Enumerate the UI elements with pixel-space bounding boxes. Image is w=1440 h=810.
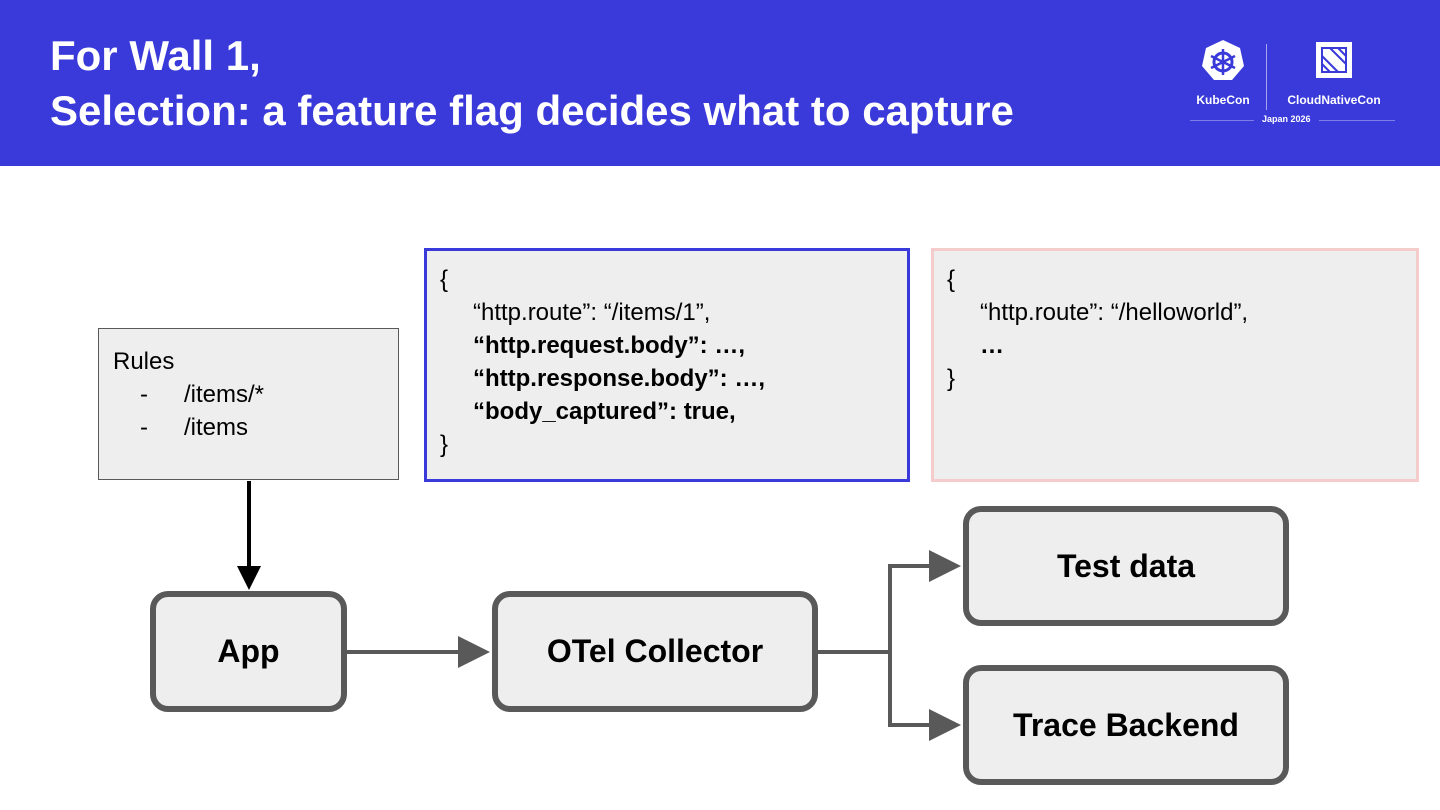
event-label: Japan 2026	[1254, 114, 1319, 124]
title-bar: For Wall 1, Selection: a feature flag de…	[0, 0, 1440, 166]
json-route-line: “http.route”: “/helloworld”,	[980, 299, 1249, 326]
logo-divider	[1266, 44, 1267, 110]
kubecon-label: KubeCon	[1196, 93, 1250, 107]
rules-title: Rules	[113, 348, 175, 375]
json-body-captured-line: “body_captured”: true,	[473, 398, 736, 425]
rule-text: /items	[184, 414, 249, 441]
otel-to-trace-arrow	[888, 652, 961, 741]
slide-title: For Wall 1, Selection: a feature flag de…	[50, 28, 1014, 138]
json-ellipsis-line: …	[980, 332, 1004, 359]
rules-box: Rules - /items/* - /items	[98, 328, 399, 480]
rule-bullet: -	[140, 381, 148, 408]
title-line-1: For Wall 1,	[50, 32, 261, 79]
json-response-body-line: “http.response.body”: …,	[473, 365, 766, 392]
cncf-icon	[1316, 42, 1352, 78]
rule-text: /items/*	[184, 381, 265, 408]
uncaptured-span-json: { “http.route”: “/helloworld”, … }	[931, 248, 1419, 482]
json-request-body-line: “http.request.body”: …,	[473, 332, 745, 359]
otel-to-test-arrow	[888, 550, 961, 652]
json-close-brace: }	[440, 431, 449, 458]
app-label: App	[217, 633, 280, 669]
json-close-brace: }	[947, 365, 956, 392]
json-open-brace: {	[440, 266, 449, 293]
rule-bullet: -	[140, 414, 148, 441]
cloudnativecon-label: CloudNativeCon	[1287, 93, 1381, 107]
title-line-2: Selection: a feature flag decides what t…	[50, 87, 1014, 134]
otel-collector-node: OTel Collector	[492, 591, 818, 712]
cloudnativecon-mark: CloudNativeCon	[1274, 38, 1394, 107]
json-open-brace: {	[947, 266, 956, 293]
app-node: App	[150, 591, 347, 712]
kubecon-mark: KubeCon	[1190, 38, 1256, 107]
otel-collector-label: OTel Collector	[546, 633, 764, 669]
test-data-label: Test data	[1056, 547, 1196, 584]
json-route-line: “http.route”: “/items/1”,	[473, 299, 711, 326]
kubecon-logo: KubeCon CloudNativeCon Japan 2026	[1190, 38, 1395, 128]
rule-item: - /items/*	[113, 378, 398, 411]
trace-backend-node: Trace Backend	[963, 665, 1289, 785]
captured-span-json: { “http.route”: “/items/1”, “http.reques…	[424, 248, 910, 482]
rules-list: - /items/* - /items	[113, 378, 398, 444]
test-data-node: Test data	[963, 506, 1289, 626]
kubernetes-helm-icon	[1202, 40, 1244, 80]
rule-item: - /items	[113, 411, 398, 444]
trace-backend-label: Trace Backend	[1013, 706, 1239, 743]
